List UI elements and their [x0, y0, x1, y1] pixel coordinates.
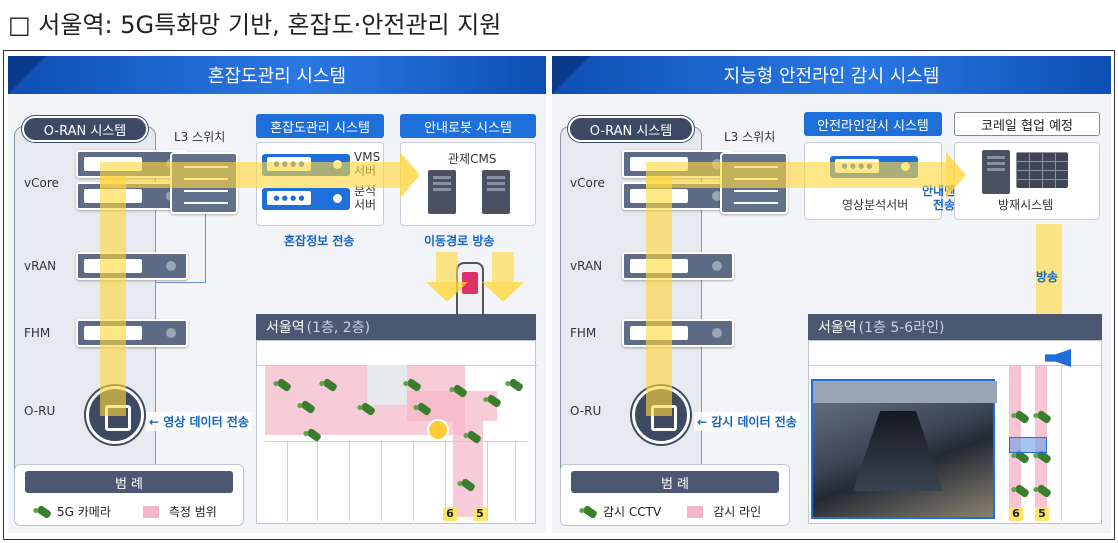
legend-box: 범 례 5G 카메라 측정 범위	[14, 464, 244, 526]
legend-line-swatch	[687, 505, 704, 518]
node-vran: vRAN	[570, 259, 603, 273]
l3-switch-label: L3 스위치	[724, 130, 776, 144]
left-panel-title-bar: 혼잡도관리 시스템	[8, 56, 546, 94]
analysis-server-icon	[262, 188, 350, 210]
flow-arrow-right	[400, 152, 420, 198]
right-panel-safety-line: 지능형 안전라인 감시 시스템 O-RAN 시스템 vCore vRAN FHM…	[552, 56, 1111, 533]
left-panel-congestion: 혼잡도관리 시스템 O-RAN 시스템 vCore vRAN FHM O-RU …	[8, 56, 546, 533]
node-fhm: FHM	[570, 326, 597, 340]
oran-label: O-RAN 시스템	[22, 116, 148, 142]
platform-number: 5	[1035, 507, 1049, 521]
cms-tower-icon-1	[428, 170, 456, 214]
legend-cctv-icon	[581, 504, 599, 519]
flow-oru-up	[646, 176, 672, 416]
flow-cms-down-1	[436, 252, 458, 282]
legend-camera-label: 5G 카메라	[57, 505, 111, 519]
node-vcore: vCore	[570, 176, 605, 190]
node-oru: O-RU	[570, 404, 602, 418]
right-panel-title-bar: 지능형 안전라인 감시 시스템	[552, 56, 1111, 94]
congestion-system-tag: 혼잡도관리 시스템	[256, 114, 384, 138]
disaster-tower-icon	[982, 150, 1010, 194]
monitor-wall-icon	[1016, 152, 1068, 188]
platform-number: 6	[1009, 507, 1023, 521]
heading-text: □ 서울역: 5G특화망 기반, 혼잡도·안전관리 지원	[8, 10, 502, 39]
vran-server	[76, 252, 188, 280]
flow-arrow-down-1	[426, 282, 468, 302]
station-title: 서울역	[818, 320, 857, 336]
flow-arrow-right	[946, 152, 966, 198]
platform-number: 5	[473, 507, 487, 521]
station-floors: (1층, 2층)	[306, 320, 371, 336]
station-map-header: 서울역(1층, 2층)	[256, 314, 536, 340]
disaster-system-label: 방재시스템	[998, 198, 1054, 212]
route-broadcast-label: 이동경로 방송	[424, 234, 495, 248]
robot-system-tag: 안내로봇 시스템	[400, 114, 536, 138]
legend-box: 범 례 감시 CCTV 감시 라인	[560, 464, 790, 526]
analysis-server-label: 분석 서버	[354, 184, 377, 212]
right-panel-title: 지능형 안전라인 감시 시스템	[723, 66, 940, 87]
node-oru: O-RU	[24, 404, 56, 418]
flow-cms-down-2	[492, 252, 514, 282]
flow-top-horizontal	[646, 162, 946, 188]
flow-arrow-down-2	[482, 282, 524, 302]
platform-escalator-photo	[811, 379, 997, 519]
legend-title: 범 례	[25, 471, 233, 493]
legend-camera-icon	[35, 504, 53, 519]
station-lines: (1층 5-6라인)	[858, 320, 945, 336]
location-marker	[427, 419, 449, 441]
station-title: 서울역	[266, 320, 305, 336]
node-fhm: FHM	[24, 326, 51, 340]
legend-line-label: 감시 라인	[713, 505, 762, 519]
congestion-send-label: 혼잡정보 전송	[284, 234, 355, 248]
station-map-header: 서울역(1층 5-6라인)	[808, 314, 1102, 340]
korail-tag: 코레일 협업 예정	[954, 112, 1100, 136]
fhm-server	[76, 319, 188, 347]
camera-icon	[507, 377, 525, 393]
node-vran: vRAN	[24, 259, 57, 273]
surveillance-data-send-label: ← 감시 데이터 전송	[694, 412, 800, 431]
flow-top-horizontal	[100, 162, 400, 188]
oran-label: O-RAN 시스템	[568, 116, 694, 142]
link-line-v	[205, 214, 206, 283]
broadcast-label: 방송	[1036, 270, 1059, 284]
legend-range-label: 측정 범위	[168, 505, 217, 519]
safety-system-tag: 안전라인감시 시스템	[804, 112, 942, 136]
video-data-send-label: ← 영상 데이터 전송	[146, 412, 252, 431]
flow-oru-up	[100, 176, 126, 416]
cms-label: 관제CMS	[448, 152, 497, 166]
left-panel-title: 혼잡도관리 시스템	[207, 66, 347, 87]
video-server-label: 영상분석서버	[842, 198, 909, 212]
legend-cctv-label: 감시 CCTV	[603, 505, 662, 519]
page-heading: □ 서울역: 5G특화망 기반, 혼잡도·안전관리 지원	[8, 4, 501, 40]
l3-switch-label: L3 스위치	[174, 130, 226, 144]
vran-server	[622, 252, 734, 280]
diagram-frame	[3, 50, 1115, 540]
legend-range-swatch	[142, 505, 159, 518]
legend-title: 범 례	[571, 471, 779, 493]
link-line	[156, 282, 206, 283]
station-map: 6 5	[256, 340, 537, 524]
node-vcore: vCore	[24, 176, 59, 190]
cms-tower-icon-2	[482, 170, 510, 214]
fhm-server	[622, 319, 734, 347]
station-map: 6 5	[808, 340, 1103, 524]
platform-number: 6	[443, 507, 457, 521]
